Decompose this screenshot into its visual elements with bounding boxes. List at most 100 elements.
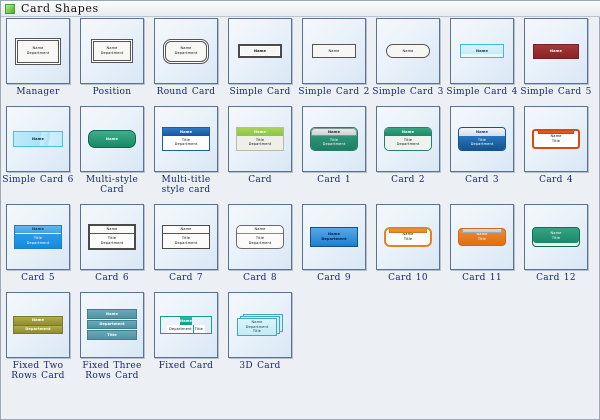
shape-item-fixed-three-rows-card[interactable]: Name Department Title Fixed Three Rows C… xyxy=(75,292,149,381)
shape-preview[interactable]: Name xyxy=(6,106,70,172)
shape-item-simple-card-4[interactable]: Name Simple Card 4 xyxy=(445,18,519,97)
shape-caption: Fixed Two Rows Card xyxy=(11,361,65,381)
simple-card-4-shape: Name xyxy=(460,44,504,58)
shape-preview[interactable]: Name Department xyxy=(80,18,144,84)
shape-preview[interactable]: Name Title Department xyxy=(154,106,218,172)
shape-line: Department xyxy=(174,51,198,55)
shape-caption: 3D Card xyxy=(239,361,281,371)
shape-preview[interactable]: Name xyxy=(524,18,588,84)
shape-caption: Card 5 xyxy=(21,273,55,283)
shape-preview[interactable]: Name Title Department xyxy=(80,204,144,270)
shape-caption: Round Card xyxy=(156,87,216,97)
shape-caption: Manager xyxy=(16,87,60,97)
shape-item-multi-style-card[interactable]: Name Multi-style Card xyxy=(75,106,149,195)
shape-item-card-9[interactable]: Name Department Card 9 xyxy=(297,204,371,283)
card-4-shape: Name Title xyxy=(532,129,580,149)
row-spacer xyxy=(1,195,600,204)
shape-line: Title xyxy=(33,236,43,241)
shape-item-card-4[interactable]: Name Title Card 4 xyxy=(519,106,593,195)
shape-item-card-8[interactable]: Name Title Department Card 8 xyxy=(223,204,297,283)
shape-item-position[interactable]: Name Department Position xyxy=(75,18,149,97)
shape-preview[interactable]: Name Department xyxy=(6,292,70,358)
shape-preview[interactable]: Name xyxy=(376,18,440,84)
shape-preview[interactable]: Name Title Department xyxy=(154,204,218,270)
shape-line: Name xyxy=(549,48,562,53)
shape-item-3d-card[interactable]: Name Department Title 3D Card xyxy=(223,292,297,381)
shape-line: Name xyxy=(402,232,414,237)
multi-title-style-card-shape: Name Title Department xyxy=(162,127,210,151)
shape-item-card-2[interactable]: Name Title Department Card 2 xyxy=(371,106,445,195)
shape-preview[interactable]: Name Title Department xyxy=(228,106,292,172)
shape-item-card-6[interactable]: Name Title Department Card 6 xyxy=(75,204,149,283)
shape-preview[interactable]: Name Department Title xyxy=(80,292,144,358)
shape-preview[interactable]: Name Title xyxy=(524,204,588,270)
shape-line: Department xyxy=(100,51,124,55)
shape-preview[interactable]: Name Department Title xyxy=(228,292,292,358)
shape-item-card[interactable]: Name Title Department Card xyxy=(223,106,297,195)
shape-preview[interactable]: Name Department xyxy=(302,204,366,270)
card-5-shape: Name Title Department xyxy=(14,224,62,250)
shape-item-simple-card-3[interactable]: Name Simple Card 3 xyxy=(371,18,445,97)
shape-caption: Position xyxy=(92,87,132,97)
shape-line: Title xyxy=(107,236,117,241)
simple-card-6-shape: Name xyxy=(13,131,63,147)
shape-preview[interactable]: Name Title xyxy=(524,106,588,172)
shape-item-manager[interactable]: Name Department Manager xyxy=(1,18,75,97)
shape-line: Title xyxy=(551,236,561,240)
shape-item-card-5[interactable]: Name Title Department Card 5 xyxy=(1,204,75,283)
shape-item-card-12[interactable]: Name Title Card 12 xyxy=(519,204,593,283)
shape-preview[interactable]: Name xyxy=(228,18,292,84)
3d-layer-front: Name Department Title xyxy=(237,318,277,336)
shape-row: Department xyxy=(87,319,137,330)
position-shape: Name Department xyxy=(91,39,133,63)
shape-item-multi-title-style-card[interactable]: Name Title Department Multi-title style … xyxy=(149,106,223,195)
shape-item-simple-card-2[interactable]: Name Simple Card 2 xyxy=(297,18,371,97)
card-11-shape: Name Title xyxy=(458,228,506,246)
shape-cell: Title xyxy=(194,326,203,331)
shape-item-card-11[interactable]: Name Title Card 11 xyxy=(445,204,519,283)
shape-caption: Simple Card 6 xyxy=(2,175,74,185)
shape-item-simple-card-6[interactable]: Name Simple Card 6 xyxy=(1,106,75,195)
shape-line: Department xyxy=(396,142,420,147)
shape-line: Department xyxy=(248,142,272,147)
shape-line: Department xyxy=(174,240,198,245)
shape-item-simple-card-5[interactable]: Name Simple Card 5 xyxy=(519,18,593,97)
shape-preview[interactable]: Name Title Department xyxy=(302,106,366,172)
card-10-shape: Name Title xyxy=(384,227,432,247)
shape-item-fixed-two-rows-card[interactable]: Name Department Fixed Two Rows Card xyxy=(1,292,75,381)
shape-item-card-3[interactable]: Name Title Department Card 3 xyxy=(445,106,519,195)
shape-caption: Card 11 xyxy=(462,273,502,283)
shape-preview[interactable]: Name Title xyxy=(376,204,440,270)
card-6-shape: Name Title Department xyxy=(88,223,136,251)
shape-line: Name xyxy=(31,136,44,141)
shape-item-fixed-card[interactable]: Name Department Title Fixed Card xyxy=(149,292,223,381)
shape-item-simple-card[interactable]: Name Simple Card xyxy=(223,18,297,97)
shape-preview[interactable]: Name xyxy=(450,18,514,84)
shape-preview[interactable]: Name Department Title xyxy=(154,292,218,358)
shape-item-card-1[interactable]: Name Title Department Card 1 xyxy=(297,106,371,195)
shape-preview[interactable]: Name Title Department xyxy=(228,204,292,270)
shape-line: Department xyxy=(245,324,269,329)
shape-line: Title xyxy=(477,237,487,241)
shape-item-card-7[interactable]: Name Title Department Card 7 xyxy=(149,204,223,283)
card-1-shape: Name Title Department xyxy=(310,127,358,151)
shape-caption: Card 9 xyxy=(317,273,351,283)
shape-preview[interactable]: Name Department xyxy=(6,18,70,84)
shape-preview[interactable]: Name Department xyxy=(154,18,218,84)
shape-preview[interactable]: Name Title Department xyxy=(6,204,70,270)
shape-item-round-card[interactable]: Name Department Round Card xyxy=(149,18,223,97)
shape-preview[interactable]: Name Title Department xyxy=(376,106,440,172)
shape-line: Name xyxy=(253,48,266,53)
shape-line: Name xyxy=(180,46,192,51)
shape-preview[interactable]: Name Title Department xyxy=(450,106,514,172)
simple-card-shape: Name xyxy=(238,44,282,58)
card-tab-icon xyxy=(389,229,427,234)
fixed-three-rows-card-shape: Name Department Title xyxy=(87,309,137,341)
shape-line: Name xyxy=(105,136,118,141)
shape-table: Department Title xyxy=(167,325,205,333)
shape-preview[interactable]: Name xyxy=(80,106,144,172)
shape-caption: Card 7 xyxy=(169,273,203,283)
shape-preview[interactable]: Name Title xyxy=(450,204,514,270)
shape-item-card-10[interactable]: Name Title Card 10 xyxy=(371,204,445,283)
shape-preview[interactable]: Name xyxy=(302,18,366,84)
